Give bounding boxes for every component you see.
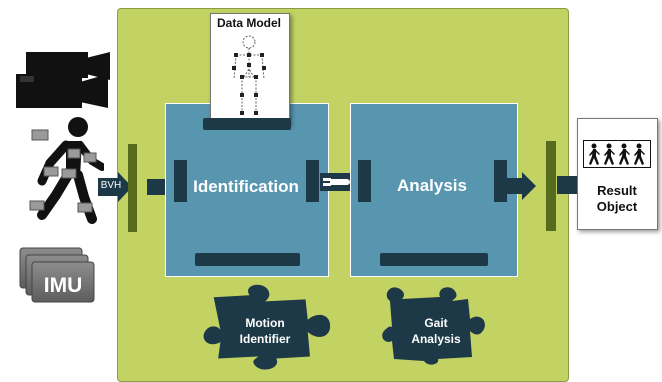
imu-icon bbox=[19, 247, 95, 303]
motion-identifier-label: Motion Identifier bbox=[239, 316, 291, 346]
bvh-arrow bbox=[98, 172, 132, 202]
gait-analysis-label: Gait Analysis bbox=[411, 316, 461, 346]
skeleton-icon bbox=[232, 35, 266, 115]
gait-analysis-puzzle-piece bbox=[382, 287, 485, 365]
identification-right-port bbox=[306, 160, 319, 202]
output-port-bar bbox=[546, 141, 556, 231]
motion-capture-person-icon bbox=[29, 117, 104, 224]
data-model-title: Data Model bbox=[216, 16, 281, 30]
identification-label: Identification bbox=[193, 177, 299, 196]
video-camera-icon bbox=[16, 52, 110, 108]
data-model-connector bbox=[203, 118, 291, 130]
analysis-bottom-bar bbox=[380, 253, 488, 266]
analysis-left-port bbox=[358, 160, 371, 202]
identification-bottom-bar bbox=[195, 253, 300, 266]
result-object-label: Result Object bbox=[596, 183, 638, 214]
identification-module[interactable] bbox=[165, 103, 329, 277]
output-arrow bbox=[502, 172, 536, 200]
result-object-card bbox=[577, 118, 658, 230]
data-model-card bbox=[210, 13, 290, 125]
imu-label: IMU bbox=[43, 274, 83, 297]
analysis-label: Analysis bbox=[397, 176, 467, 195]
walking-people-icon bbox=[583, 140, 651, 168]
identification-left-port bbox=[174, 160, 187, 202]
bvh-label: BVH bbox=[100, 180, 122, 191]
input-port-bar bbox=[128, 144, 137, 232]
motion-identifier-puzzle-piece bbox=[203, 284, 331, 370]
